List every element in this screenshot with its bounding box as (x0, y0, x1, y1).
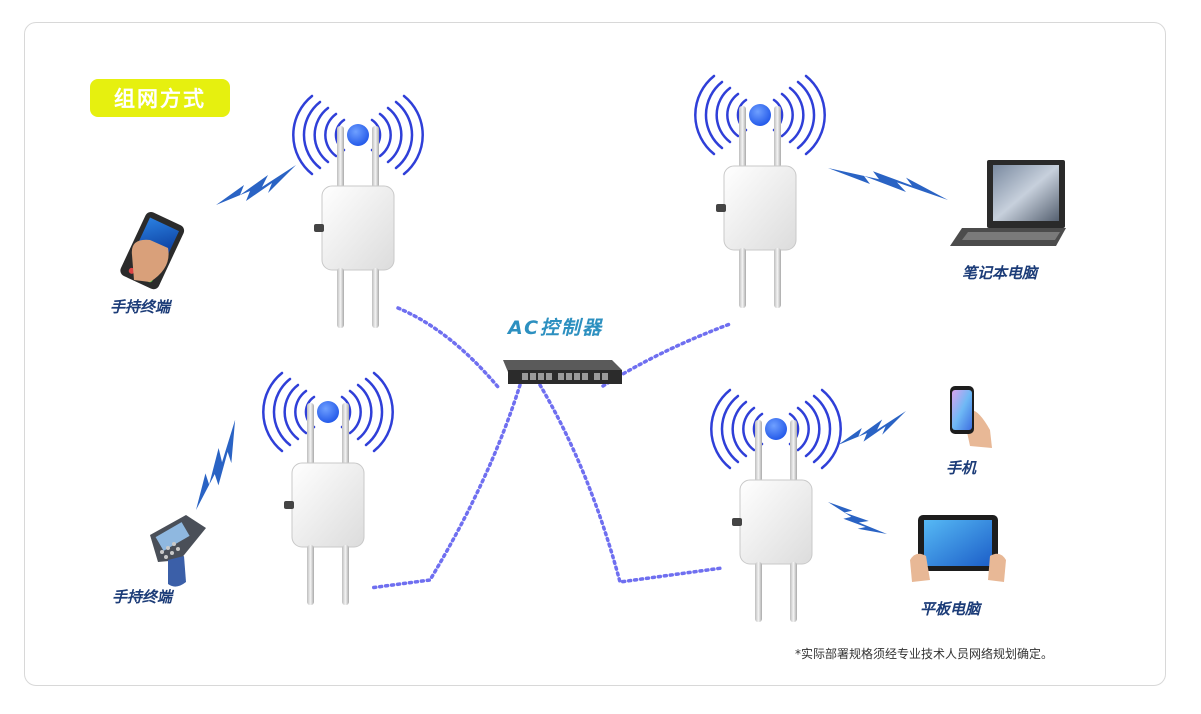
ac-controller-label: AC控制器 (508, 317, 604, 339)
signal-bolt-4 (838, 411, 906, 445)
laptop-label: 笔记本电脑 (962, 264, 1038, 282)
tablet-image (910, 515, 1006, 582)
dotted-links (368, 306, 732, 590)
link-ap3 (368, 383, 522, 590)
signal-bolt-5 (828, 484, 887, 552)
deployment-footnote: *实际部署规格须经专业技术人员网络规划确定。 (795, 647, 1054, 661)
handheld-terminal-2-label: 手持终端 (112, 588, 173, 606)
signal-bolt-2 (828, 168, 948, 200)
access-point-2 (694, 74, 826, 310)
link-ap1 (396, 306, 500, 389)
signal-bolt-1 (216, 165, 296, 205)
link-ap4 (538, 383, 724, 584)
diagram-panel (24, 22, 1166, 686)
tablet-label: 平板电脑 (920, 600, 981, 618)
laptop-image (950, 160, 1066, 246)
access-point-4 (710, 388, 842, 624)
networking-mode-badge: 组网方式 (90, 79, 230, 117)
access-point-1 (292, 94, 424, 330)
handheld-terminal-2-image (150, 515, 206, 587)
ac-controller-switch (503, 360, 622, 384)
link-ap2 (601, 322, 732, 388)
signal-bolt-3 (167, 419, 264, 510)
access-point-3 (262, 371, 394, 607)
hand-1 (131, 239, 169, 282)
phone-image (950, 386, 992, 448)
handheld-terminal-1-label: 手持终端 (110, 298, 171, 316)
phone-label: 手机 (946, 459, 977, 477)
